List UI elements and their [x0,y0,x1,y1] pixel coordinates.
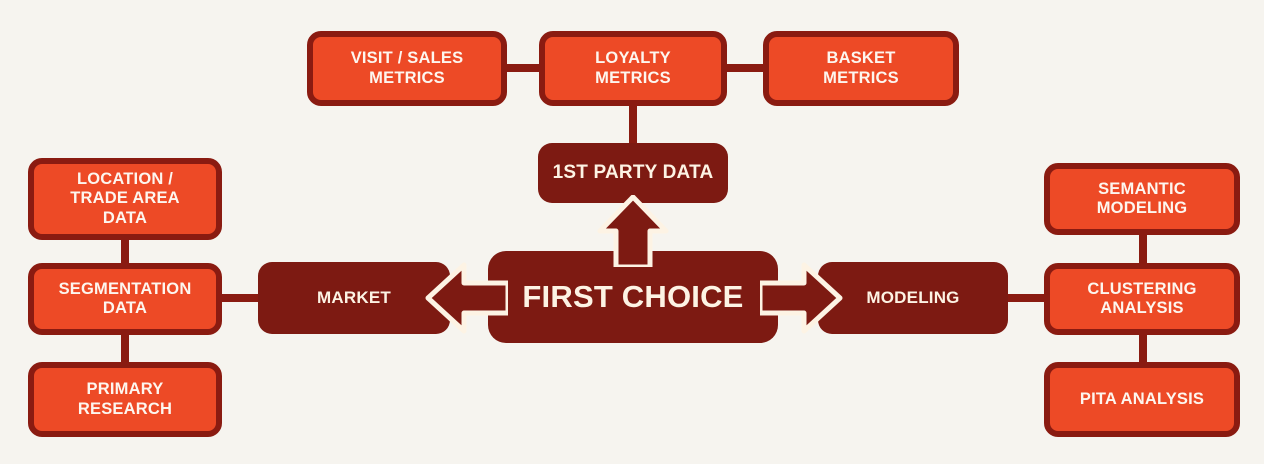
node-market[interactable]: MARKET [258,262,450,334]
connector-visit-loyalty [500,64,546,72]
connector-location-segmentation [121,234,129,270]
node-semantic-modeling[interactable]: SEMANTIC MODELING [1044,163,1240,235]
node-label: SEMANTIC MODELING [1096,179,1188,217]
node-label: CLUSTERING ANALYSIS [1087,279,1197,317]
connector-clustering-pita [1139,330,1147,366]
node-label: BASKET METRICS [823,49,899,87]
node-label: VISIT / SALES METRICS [350,49,464,87]
arrow-up-to-first-party-data [596,195,670,267]
connector-semantic-clustering [1139,234,1147,270]
node-location-trade-area-data[interactable]: LOCATION / TRADE AREA DATA [28,158,222,240]
arrow-left-to-market [424,262,508,334]
node-pita-analysis[interactable]: PITA ANALYSIS [1044,362,1240,437]
node-loyalty-metrics[interactable]: LOYALTY METRICS [539,31,727,106]
node-label: PRIMARY RESEARCH [77,380,173,418]
node-label: MARKET [317,287,391,307]
node-1st-party-data[interactable]: 1ST PARTY DATA [538,143,728,203]
node-label: 1ST PARTY DATA [552,161,714,183]
connector-segmentation-market [216,294,272,302]
node-label: LOCATION / TRADE AREA DATA [70,169,180,227]
node-label: LOYALTY METRICS [595,49,671,87]
node-segmentation-data[interactable]: SEGMENTATION DATA [28,263,222,335]
node-label: PITA ANALYSIS [1079,389,1205,408]
node-label: SEGMENTATION DATA [58,279,192,317]
node-label: MODELING [866,287,960,307]
connector-modeling-clustering [996,294,1052,302]
connector-segmentation-primary [121,330,129,366]
node-clustering-analysis[interactable]: CLUSTERING ANALYSIS [1044,263,1240,335]
node-modeling[interactable]: MODELING [818,262,1008,334]
connector-loyalty-firstparty [629,100,637,148]
node-basket-metrics[interactable]: BASKET METRICS [763,31,959,106]
connector-loyalty-basket [718,64,770,72]
arrow-right-to-modeling [760,262,844,334]
node-visit-sales-metrics[interactable]: VISIT / SALES METRICS [307,31,507,106]
node-primary-research[interactable]: PRIMARY RESEARCH [28,362,222,437]
node-label: FIRST CHOICE [522,278,744,314]
